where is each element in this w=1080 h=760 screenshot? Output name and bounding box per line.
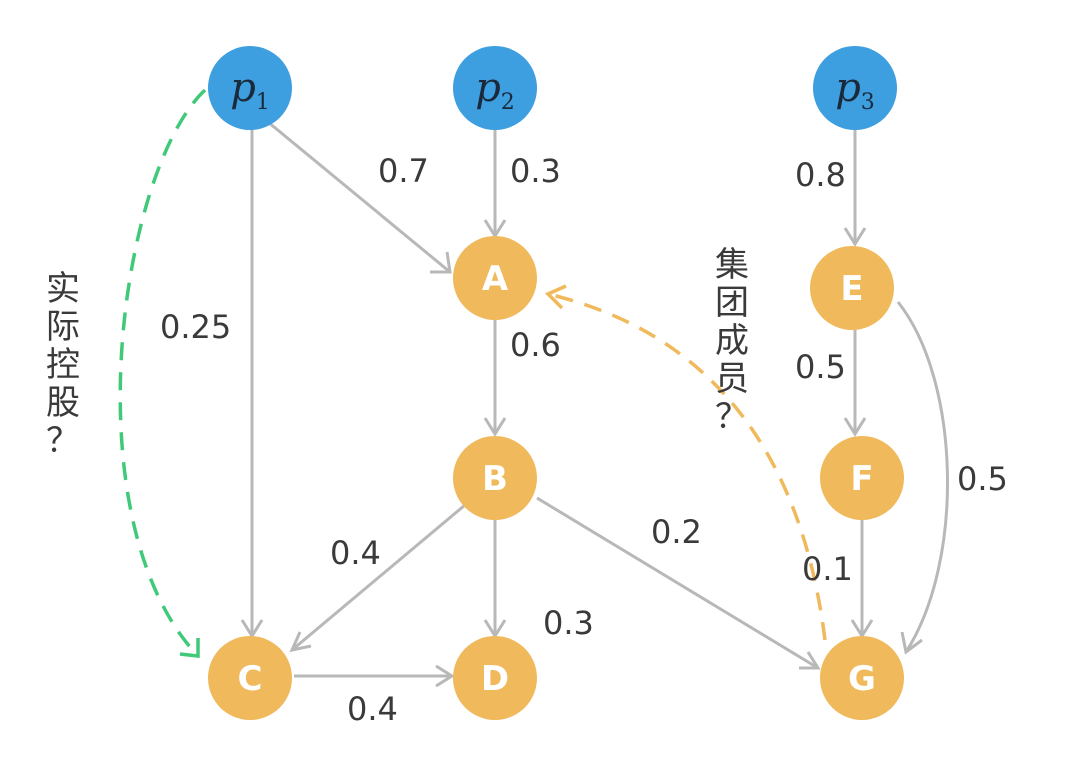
edge-E-F-arrowhead [843, 417, 867, 437]
node-D-label: D [481, 659, 509, 699]
node-E-label: E [840, 269, 863, 309]
node-G: G [820, 636, 904, 720]
group-member-annotation: 集 团 成 员 ？ [715, 245, 749, 437]
edge-p1-A-arrowhead [430, 251, 452, 274]
edge-E-G [896, 301, 949, 653]
actual-control-annotation: 实 际 控 股 ？ [46, 269, 80, 461]
edge-C-D-arrowhead [435, 664, 455, 688]
edge-p1-C-arrowhead [240, 619, 264, 639]
edge-label-p3-E: 0.8 [795, 156, 846, 194]
edge-p1-A [267, 120, 451, 274]
edge-label-C-D: 0.4 [347, 690, 398, 728]
edges [240, 120, 949, 688]
edge-label-B-D: 0.3 [543, 604, 594, 642]
edge-label-p1-A: 0.7 [378, 152, 429, 190]
actual-control-char-2: 际 [46, 307, 80, 347]
edge-E-G-arrowhead [900, 631, 923, 655]
node-G-label: G [848, 659, 876, 699]
edge-label-p2-A: 0.3 [510, 152, 561, 190]
edge-label-E-F: 0.5 [795, 348, 846, 386]
node-C-label: C [238, 659, 263, 699]
node-B: B [453, 436, 537, 520]
edge-label-p1-C: 0.25 [160, 308, 231, 346]
node-E: E [810, 246, 894, 330]
edge-A-B-arrowhead [483, 417, 507, 437]
group-member-char-4: 员 [715, 359, 749, 399]
edge-B-G [536, 496, 819, 670]
edge-label-A-B: 0.6 [510, 326, 561, 364]
node-A-label: A [482, 259, 509, 299]
edge-label-B-C: 0.4 [330, 534, 381, 572]
group-member-char-3: 成 [715, 321, 749, 361]
group-member-char-5: ？ [715, 397, 749, 437]
actual-control-char-5: ？ [46, 421, 80, 461]
node-p1-label: p1 [230, 65, 270, 115]
node-F: F [820, 436, 904, 520]
node-p2: p2 [453, 46, 537, 130]
node-F-label: F [850, 459, 873, 499]
group-member-char-2: 团 [715, 283, 749, 323]
node-p2-label: p2 [475, 65, 515, 115]
actual-control-char-1: 实 [46, 269, 80, 309]
node-D: D [453, 636, 537, 720]
actual-control-char-4: 股 [46, 383, 80, 423]
node-p1: p1 [208, 46, 292, 130]
dashed-relations [118, 88, 827, 658]
group-member-arrowhead [544, 284, 567, 310]
edge-B-G-arrowhead [799, 651, 821, 670]
edge-label-F-G: 0.1 [802, 550, 853, 588]
actual-control-char-3: 控 [46, 345, 80, 385]
edge-label-B-G: 0.2 [651, 513, 702, 551]
actual-control-dashed-arrow [118, 88, 207, 658]
node-A: A [453, 236, 537, 320]
group-member-dashed-arrow [547, 292, 827, 641]
edge-label-E-G: 0.5 [957, 460, 1008, 498]
node-B-label: B [482, 459, 508, 499]
edge-labels: 0.7 0.3 0.25 0.6 0.4 0.3 0.2 0.4 0.8 0.5… [160, 152, 1008, 728]
edge-B-C [291, 503, 466, 652]
edge-p3-E-arrowhead [843, 227, 867, 247]
node-p3: p3 [813, 46, 897, 130]
edge-B-C-arrowhead [289, 631, 312, 653]
actual-control-arrowhead [179, 638, 200, 658]
node-p3-label: p3 [835, 65, 875, 115]
group-member-char-1: 集 [715, 245, 749, 285]
node-C: C [208, 636, 292, 720]
